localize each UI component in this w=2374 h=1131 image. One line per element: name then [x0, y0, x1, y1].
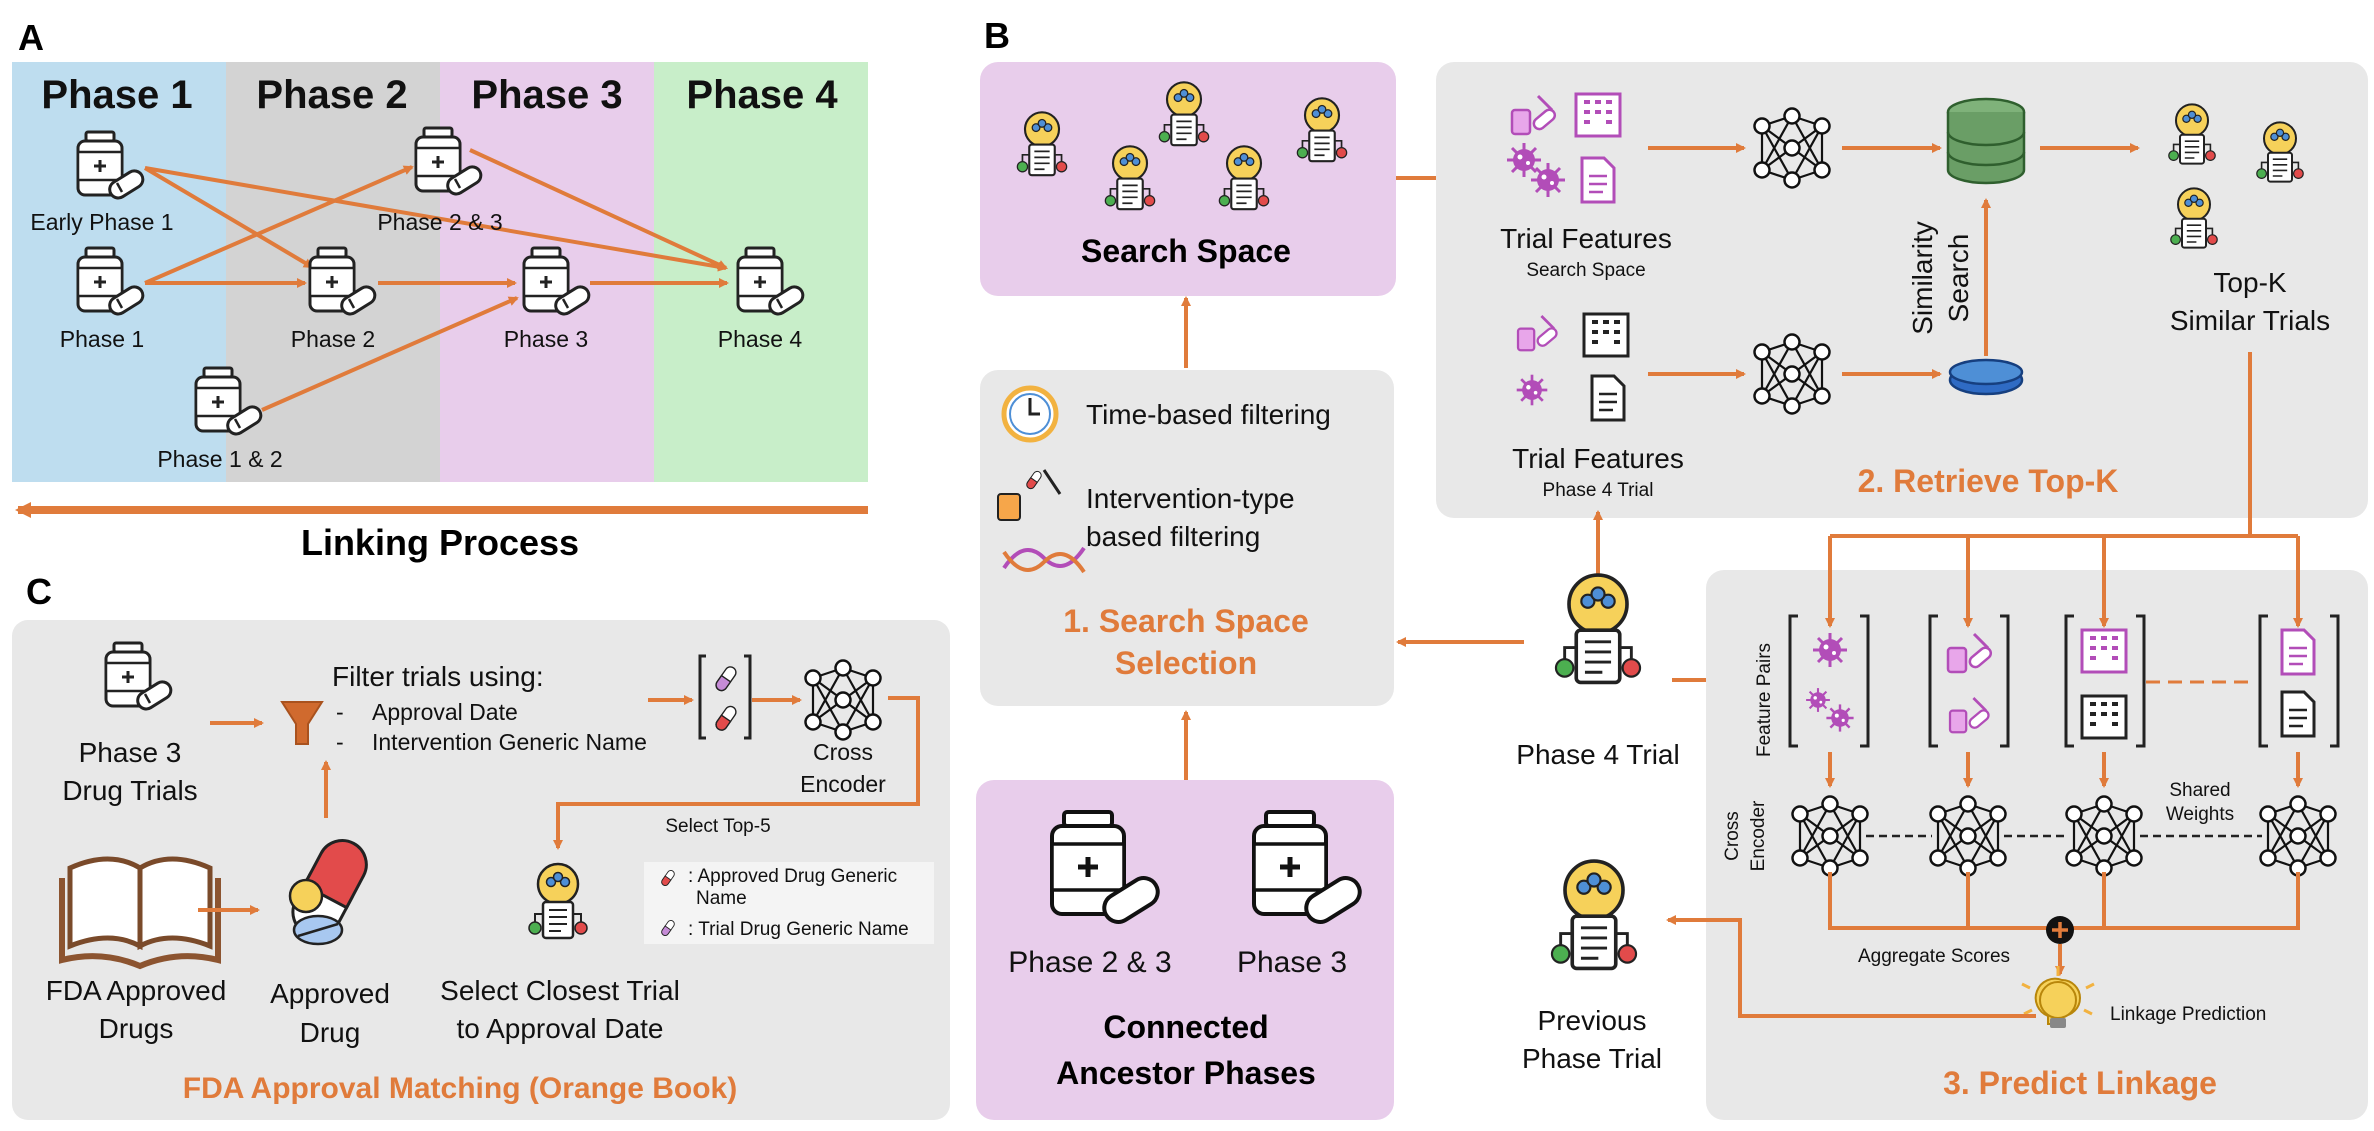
- phase-4-label: Phase 4: [718, 326, 803, 352]
- panel-b: B Search Space Time-based filtering Inte…: [976, 15, 2368, 1120]
- fda-approved-line2: Drugs: [99, 1013, 174, 1044]
- approved-drug-line2: Drug: [300, 1017, 361, 1048]
- phase-2-3-label: Phase 2 & 3: [377, 209, 502, 235]
- lightbulb-icon: [2021, 966, 2095, 1028]
- phase-4-trial-icon: [1554, 573, 1642, 685]
- panel-c: C Phase 3 Drug Trials Filter trials usin…: [12, 571, 950, 1120]
- trial-features-bottom-sub: Phase 4 Trial: [1543, 480, 1654, 501]
- phase-2-label: Phase 2: [291, 326, 375, 352]
- clock-icon: [1001, 385, 1059, 443]
- phase-3-drug-trials-line1: Phase 3: [79, 737, 182, 768]
- legend-approved-line1: : Approved Drug Generic: [688, 866, 897, 887]
- trial-features-top-sub: Search Space: [1526, 260, 1645, 281]
- trial-features-bottom-label: Trial Features: [1512, 443, 1684, 474]
- search-space-label: Search Space: [1081, 233, 1291, 269]
- phase-3-header: Phase 3: [471, 73, 622, 117]
- connected-title-line1: Connected: [1103, 1009, 1268, 1045]
- previous-phase-line2: Phase Trial: [1522, 1043, 1662, 1074]
- intervention-filter-line2: based filtering: [1086, 521, 1260, 552]
- filter-item-approval-date: Approval Date: [372, 699, 518, 725]
- linkage-prediction-label: Linkage Prediction: [2110, 1004, 2266, 1025]
- feature-pairs-label: Feature Pairs: [1754, 643, 1775, 757]
- select-top-5-label: Select Top-5: [665, 816, 770, 837]
- shared-weights-line2: Weights: [2166, 804, 2234, 825]
- cross-encoder-b-line1: Cross: [1722, 811, 1743, 861]
- pill-legend: : Approved Drug Generic Name : Trial Dru…: [644, 862, 934, 944]
- previous-phase-line1: Previous: [1538, 1005, 1647, 1036]
- aggregate-scores-label: Aggregate Scores: [1858, 946, 2010, 967]
- filtering-box: [980, 370, 1394, 706]
- cross-encoder-c-line1: Cross: [813, 739, 873, 765]
- funnel-icon: [280, 701, 324, 745]
- early-phase-1-label: Early Phase 1: [30, 209, 173, 235]
- search-label: Search: [1943, 234, 1974, 323]
- fda-approved-line1: FDA Approved: [46, 975, 227, 1006]
- approved-drug-pills-icon: [288, 839, 368, 946]
- top-k-line2: Similar Trials: [2170, 305, 2330, 336]
- filter-dash-2: -: [336, 729, 344, 755]
- filter-dash-1: -: [336, 699, 344, 725]
- shared-weights-line1: Shared: [2169, 780, 2230, 801]
- filter-item-generic-name: Intervention Generic Name: [372, 729, 647, 755]
- intervention-filter-line1: Intervention-type: [1086, 483, 1295, 514]
- query-embedding-icon: [1948, 358, 2024, 396]
- book-icon: [59, 856, 221, 970]
- panel-c-background: [12, 620, 950, 1120]
- phase-4-trial-label: Phase 4 Trial: [1516, 739, 1679, 770]
- cross-encoder-c-line2: Encoder: [800, 771, 886, 797]
- feature-pair-2: [1928, 614, 2010, 748]
- filter-title: Filter trials using:: [332, 661, 544, 692]
- phase-1-2-label: Phase 1 & 2: [157, 446, 282, 472]
- pill-pair-bracket: [698, 654, 752, 740]
- phase-3-drug-trials-line2: Drug Trials: [62, 775, 197, 806]
- trial-features-top-label: Trial Features: [1500, 223, 1672, 254]
- phase-1-header: Phase 1: [41, 73, 192, 117]
- legend-approved-line2: Name: [696, 888, 747, 909]
- panel-c-title: FDA Approval Matching (Orange Book): [183, 1072, 737, 1105]
- retrieve-top-k-box: [1436, 62, 2368, 518]
- feature-pair-1: [1788, 614, 1870, 748]
- step-2-label: 2. Retrieve Top-K: [1858, 463, 2119, 499]
- search-space-box: [980, 62, 1396, 296]
- previous-phase-trial-icon: [1550, 859, 1638, 971]
- step-1-line1: 1. Search Space: [1063, 603, 1308, 639]
- similarity-label: Similarity: [1907, 221, 1938, 335]
- phase-3-label: Phase 3: [504, 326, 588, 352]
- step-3-label: 3. Predict Linkage: [1943, 1065, 2217, 1101]
- phase-4-header: Phase 4: [686, 73, 838, 117]
- database-icon: [1946, 97, 2026, 185]
- step-1-line2: Selection: [1115, 645, 1257, 681]
- phase-2-header: Phase 2: [256, 73, 407, 117]
- feature-pair-3: [2064, 614, 2146, 748]
- cross-encoder-b-line2: Encoder: [1748, 800, 1769, 871]
- panel-letter-a: A: [18, 17, 44, 58]
- linking-process-label: Linking Process: [301, 522, 579, 563]
- aggregate-plus-icon: [2046, 916, 2074, 944]
- connected-phase-2-3-label: Phase 2 & 3: [1008, 946, 1171, 979]
- time-filter-label: Time-based filtering: [1086, 399, 1331, 430]
- panel-letter-c: C: [26, 571, 52, 612]
- intervention-icons: [997, 469, 1086, 574]
- feature-pair-4: [2258, 614, 2340, 748]
- approved-drug-line1: Approved: [270, 978, 390, 1009]
- panel-a: A Phase 1 Phase 2 Phase 3 Phase 4 Early …: [12, 17, 868, 563]
- connected-title-line2: Ancestor Phases: [1056, 1055, 1316, 1091]
- predict-linkage-box: [1706, 570, 2368, 1120]
- phase-1-label: Phase 1: [60, 326, 144, 352]
- closest-trial-line2: to Approval Date: [456, 1013, 663, 1044]
- connected-phase-3-label: Phase 3: [1237, 946, 1347, 979]
- panel-letter-b: B: [984, 15, 1010, 56]
- closest-trial-line1: Select Closest Trial: [440, 975, 680, 1006]
- top-k-line1: Top-K: [2213, 267, 2286, 298]
- legend-trial: : Trial Drug Generic Name: [688, 919, 909, 940]
